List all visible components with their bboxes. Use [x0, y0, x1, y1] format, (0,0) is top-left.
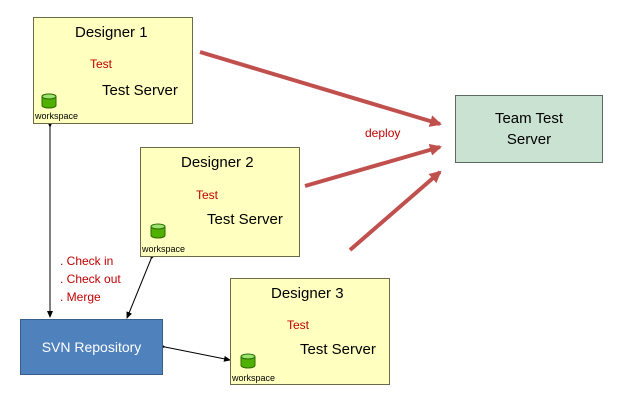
team-test-server: Team Test Server — [455, 95, 603, 163]
designer-2-test-label: Test — [196, 188, 219, 202]
designer-2-box — [140, 147, 300, 257]
designer-1-server-label: Test Server — [102, 82, 178, 99]
deploy-arrow-3 — [348, 170, 442, 252]
svn-repository-label: SVN Repository — [41, 339, 142, 355]
workspace-icon — [240, 353, 256, 369]
designer-3-box — [230, 278, 390, 385]
designer-1-title: Designer 1 — [75, 24, 148, 41]
team-test-server-line2: Server — [506, 131, 552, 148]
deploy-arrow-1 — [199, 50, 442, 127]
workspace-icon — [150, 223, 166, 239]
repo-action-item: . Check out — [60, 272, 121, 286]
designer-1-test-label: Test — [90, 57, 113, 71]
workspace-icon — [41, 93, 57, 109]
designer-1-workspace-label: workspace — [35, 111, 79, 121]
repo-actions-list: . Check in . Check out . Merge — [60, 252, 121, 306]
repo-action-item: . Check in — [60, 254, 114, 268]
svn-repository: SVN Repository — [20, 319, 163, 375]
deploy-arrow-2 — [304, 144, 442, 188]
team-test-server-line1: Team Test — [494, 110, 564, 127]
deploy-label: deploy — [365, 126, 401, 140]
designer-3-title: Designer 3 — [271, 285, 344, 302]
designer-3-test-label: Test — [287, 318, 310, 332]
designer-2-server-label: Test Server — [207, 211, 283, 228]
repo-link-designer2 — [126, 252, 157, 319]
designer-2-workspace-label: workspace — [142, 244, 186, 254]
designer-3-server-label: Test Server — [300, 341, 376, 358]
repo-link-designer3 — [158, 342, 231, 362]
designer-2-title: Designer 2 — [181, 154, 254, 171]
designer-1-box — [33, 17, 193, 124]
repo-action-item: . Merge — [60, 290, 101, 304]
designer-3-workspace-label: workspace — [232, 373, 276, 383]
